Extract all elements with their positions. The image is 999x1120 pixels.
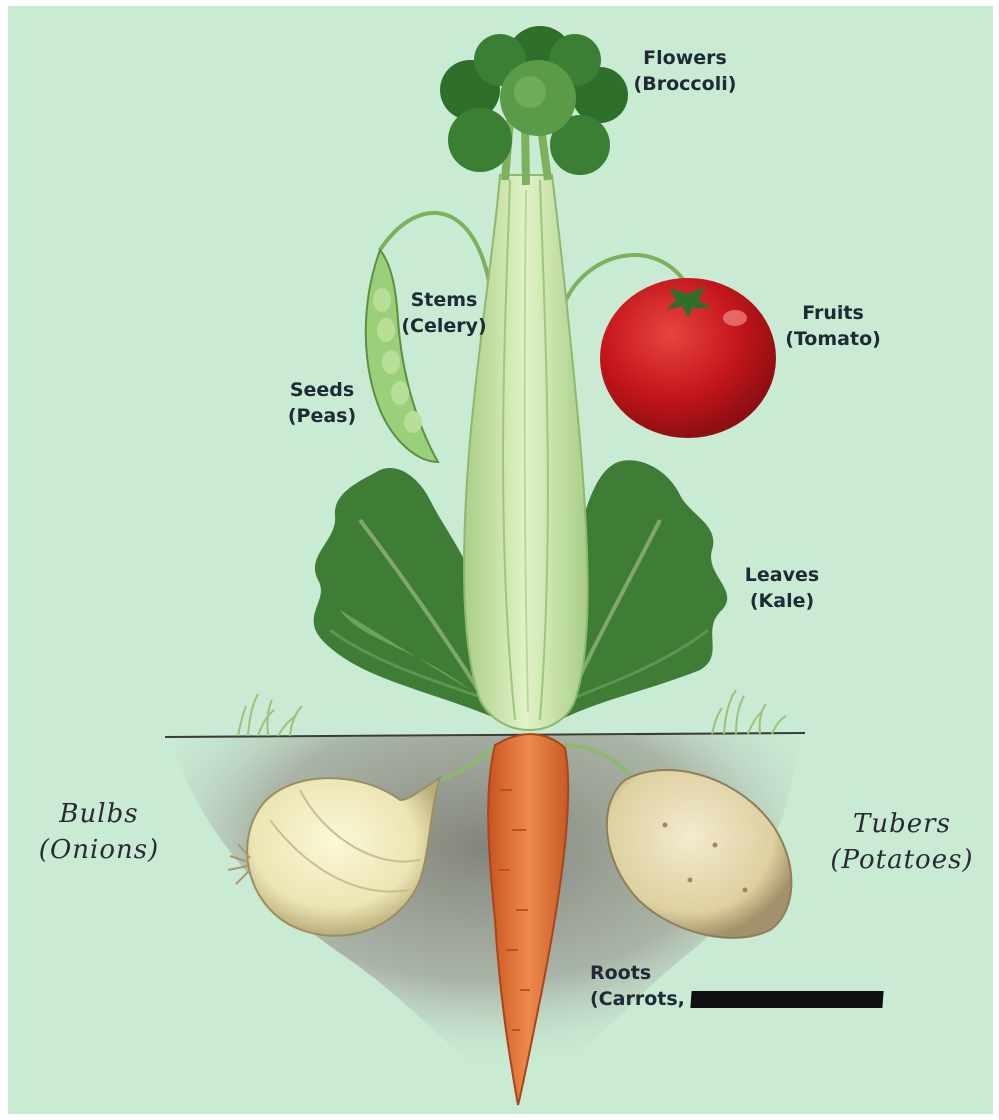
label-bulbs-example: (Onions) bbox=[14, 832, 184, 868]
label-leaves-example: (Kale) bbox=[738, 588, 826, 614]
label-bulbs: Bulbs (Onions) bbox=[14, 796, 184, 868]
label-leaves: Leaves (Kale) bbox=[738, 562, 826, 614]
label-flowers: Flowers (Broccoli) bbox=[620, 45, 750, 97]
redaction-mark bbox=[690, 991, 883, 1008]
label-tubers-example: (Potatoes) bbox=[812, 842, 992, 878]
label-seeds-name: Seeds bbox=[282, 377, 362, 403]
label-roots-example: (Carrots, bbox=[590, 988, 685, 1010]
label-roots-name: Roots bbox=[590, 960, 920, 986]
label-flowers-example: (Broccoli) bbox=[620, 71, 750, 97]
label-roots: Roots (Carrots, bbox=[590, 960, 920, 1012]
label-seeds-example: (Peas) bbox=[282, 403, 362, 429]
label-tubers-name: Tubers bbox=[812, 806, 992, 842]
label-fruits-name: Fruits bbox=[778, 300, 888, 326]
label-flowers-name: Flowers bbox=[620, 45, 750, 71]
label-tubers: Tubers (Potatoes) bbox=[812, 806, 992, 878]
label-roots-line: (Carrots, bbox=[590, 986, 920, 1012]
label-seeds: Seeds (Peas) bbox=[282, 377, 362, 429]
label-bulbs-name: Bulbs bbox=[14, 796, 184, 832]
label-stems-example: (Celery) bbox=[396, 313, 492, 339]
label-fruits-example: (Tomato) bbox=[778, 326, 888, 352]
label-fruits: Fruits (Tomato) bbox=[778, 300, 888, 352]
label-leaves-name: Leaves bbox=[738, 562, 826, 588]
label-stems-name: Stems bbox=[396, 287, 492, 313]
tomato bbox=[600, 278, 776, 438]
label-stems: Stems (Celery) bbox=[396, 287, 492, 339]
